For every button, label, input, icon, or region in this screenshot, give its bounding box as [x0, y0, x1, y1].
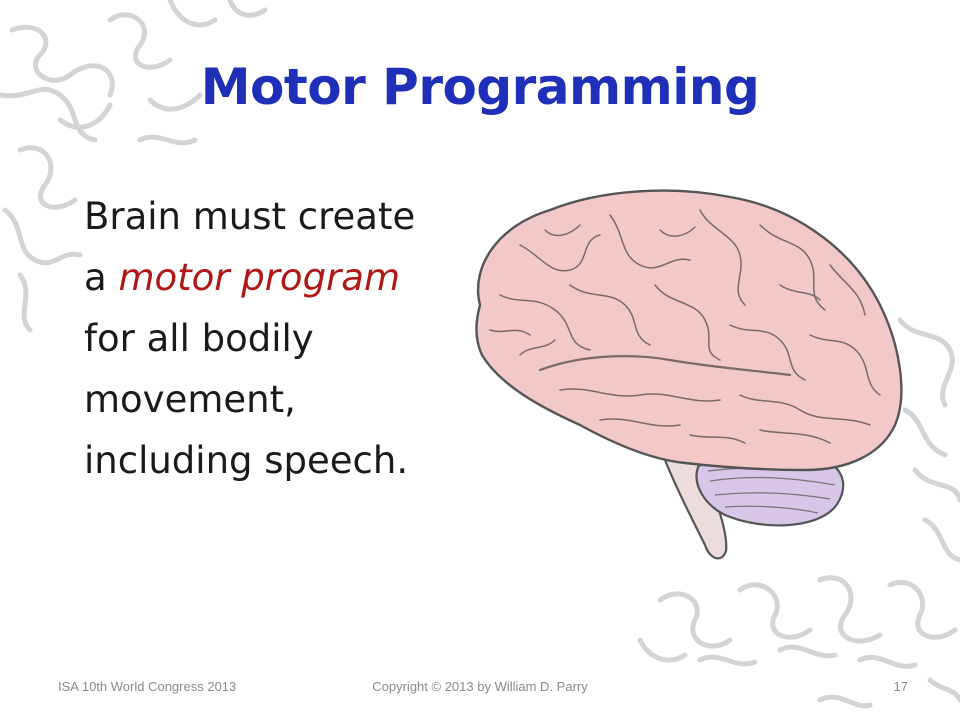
- body-line-2: a motor program: [84, 247, 474, 308]
- body-text: Brain must create a motor program for al…: [84, 186, 474, 491]
- motor-program-emphasis: motor program: [118, 256, 400, 299]
- footer-conference: ISA 10th World Congress 2013: [58, 679, 237, 694]
- body-line-2-prefix: a: [84, 256, 119, 299]
- slide-title: Motor Programming: [200, 58, 760, 116]
- body-line-4: movement,: [84, 378, 296, 421]
- body-line-3: for all bodily: [84, 317, 314, 360]
- body-line-1: Brain must create: [84, 195, 416, 238]
- brain-illustration-icon: [475, 189, 903, 560]
- cerebrum: [475, 189, 903, 472]
- footer-copyright: Copyright © 2013 by William D. Parry: [372, 679, 588, 694]
- body-line-5: including speech.: [84, 439, 409, 482]
- footer-page-number: 17: [893, 679, 908, 694]
